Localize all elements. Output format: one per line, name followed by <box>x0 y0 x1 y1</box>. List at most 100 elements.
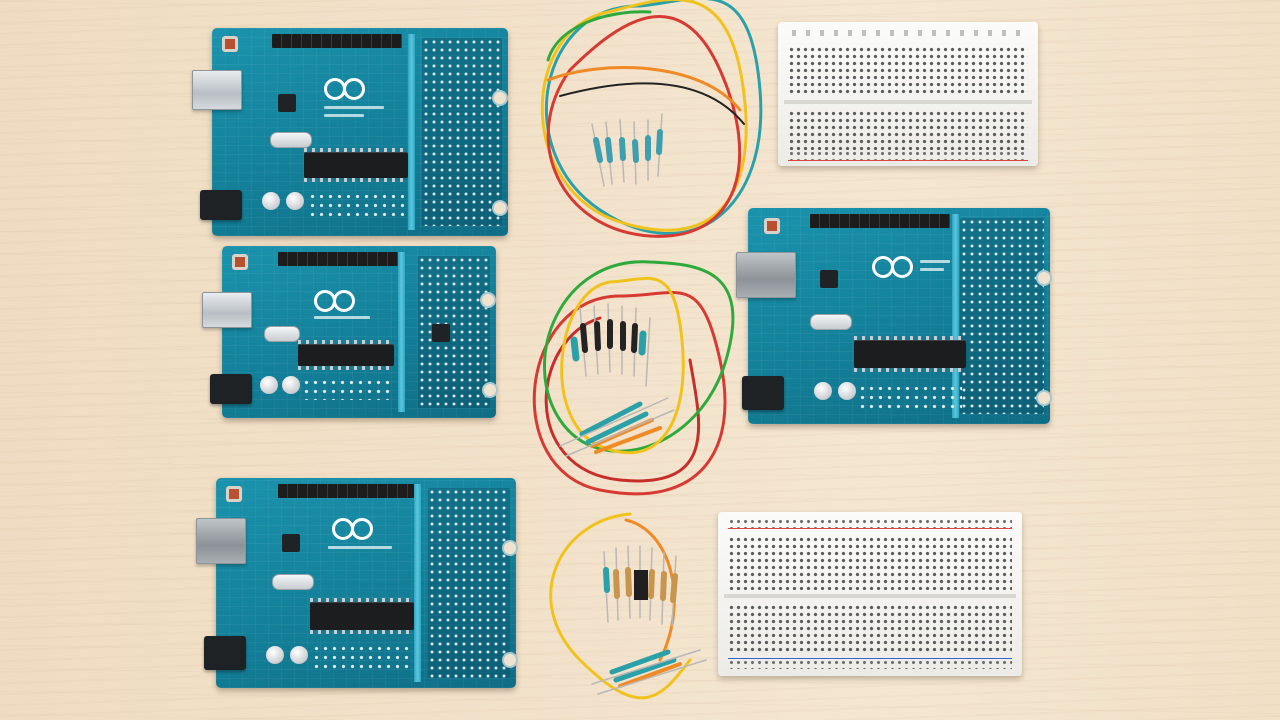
power-jack <box>742 376 784 410</box>
breadboard-holes <box>788 110 1028 150</box>
pin-header <box>272 34 402 48</box>
microcontroller-board <box>192 28 508 236</box>
power-jack <box>200 190 242 220</box>
silkscreen-label <box>920 268 944 271</box>
silkscreen-label <box>314 316 370 319</box>
solder-pads <box>312 644 410 670</box>
orange-wire <box>546 66 742 112</box>
crystal-oscillator <box>270 132 312 148</box>
resistor-bundle-top <box>591 113 663 187</box>
red-wire <box>532 291 727 496</box>
yellow-wire <box>549 512 692 700</box>
power-jack <box>204 636 246 670</box>
reset-button <box>764 218 780 234</box>
usb-port <box>196 518 246 564</box>
silkscreen-label <box>324 106 384 109</box>
infinity-logo-icon <box>872 256 916 278</box>
usb-port <box>736 252 796 298</box>
pin-rail <box>398 252 405 412</box>
mounting-hole <box>504 542 516 554</box>
silkscreen-label <box>324 114 364 117</box>
mounting-hole <box>1038 392 1050 404</box>
infinity-logo-icon <box>332 518 376 540</box>
breadboard-power-rail <box>728 518 1012 529</box>
capacitor <box>290 646 308 664</box>
solder-pads <box>302 378 392 400</box>
microcontroller-chip <box>854 336 966 372</box>
breadboard-center-channel <box>724 594 1016 598</box>
orange-wire <box>624 518 676 662</box>
pin-header <box>810 214 950 228</box>
component-bundle-middle <box>559 303 675 457</box>
breadboard-power-rail <box>788 150 1028 161</box>
black-wire <box>559 82 745 125</box>
capacitor <box>266 646 284 664</box>
pin-rail <box>414 484 421 682</box>
small-chip <box>282 534 300 552</box>
mounting-hole <box>484 384 496 396</box>
breadboard-power-rail <box>728 658 1012 669</box>
silkscreen-label <box>328 546 392 549</box>
crystal-oscillator <box>272 574 314 590</box>
breadboard-holes <box>728 604 1012 654</box>
capacitor <box>838 382 856 400</box>
capacitor <box>814 382 832 400</box>
pin-header <box>278 252 398 266</box>
pin-header-side <box>428 488 510 678</box>
mounting-hole <box>482 294 494 306</box>
usb-port <box>192 70 242 110</box>
jumper-wire-coil-middle <box>532 260 735 496</box>
capacitor <box>262 192 280 210</box>
green-wire <box>543 260 735 453</box>
infinity-logo-icon <box>314 290 358 312</box>
breadboard <box>778 22 1038 166</box>
jumper-wire-coil-bottom <box>549 512 692 700</box>
mounting-hole <box>1038 272 1050 284</box>
pin-header-side <box>960 218 1044 414</box>
microcontroller-chip <box>304 148 408 182</box>
breadboard-numbers <box>792 30 1024 36</box>
silkscreen-label <box>920 260 950 263</box>
small-chip <box>432 324 450 342</box>
reset-button <box>226 486 242 502</box>
component-bundle-bottom <box>591 545 707 695</box>
capacitor <box>286 192 304 210</box>
solder-pads <box>308 192 404 216</box>
crystal-oscillator <box>810 314 852 330</box>
small-chip <box>820 270 838 288</box>
pin-rail <box>952 214 959 418</box>
microcontroller-chip <box>298 340 394 370</box>
red-wire <box>544 316 701 483</box>
microcontroller-board <box>736 208 1050 424</box>
reset-button <box>232 254 248 270</box>
mounting-hole <box>494 92 506 104</box>
capacitor <box>260 376 278 394</box>
power-jack <box>210 374 252 404</box>
breadboard-holes <box>728 536 1012 590</box>
pin-header <box>278 484 414 498</box>
breadboard-holes <box>788 46 1028 96</box>
mounting-hole <box>494 202 506 214</box>
red-wire <box>546 14 741 238</box>
microcontroller-board <box>196 478 516 688</box>
yellow-wire <box>560 276 685 455</box>
capacitor <box>282 376 300 394</box>
microcontroller-chip <box>310 598 414 634</box>
pin-rail <box>408 34 415 230</box>
jumper-wire-coil-top <box>540 0 763 238</box>
crystal-oscillator <box>264 326 300 342</box>
infinity-logo-icon <box>324 78 368 100</box>
usb-port <box>202 292 252 328</box>
pin-header-side <box>422 38 502 226</box>
yellow-wire <box>540 0 748 232</box>
microcontroller-board <box>202 246 496 418</box>
mounting-hole <box>504 654 516 666</box>
solder-pads <box>858 384 962 410</box>
breadboard-center-channel <box>784 100 1032 104</box>
breadboard <box>718 512 1022 676</box>
small-chip <box>278 94 296 112</box>
small-chip <box>634 570 648 600</box>
pin-header-side <box>418 256 490 408</box>
